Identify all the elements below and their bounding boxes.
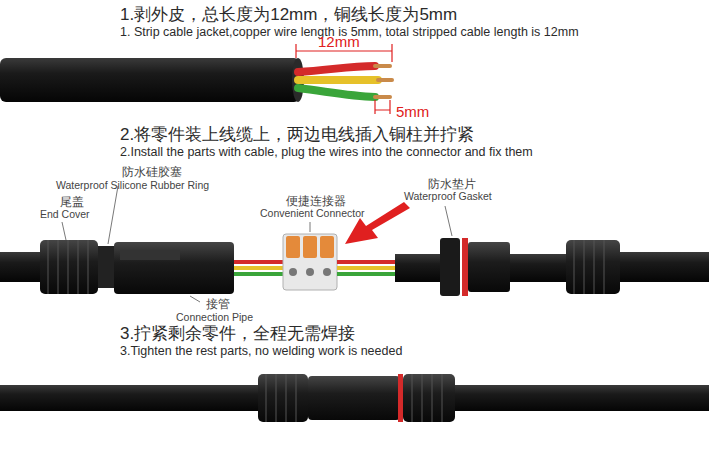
step-heading-zh: 3.拧紧剩余零件，全程无需焊接: [120, 325, 355, 344]
step-heading-zh: 2.将零件装上线缆上，两边电线插入铜柱并拧紧: [120, 126, 474, 145]
part-name-zh: 便捷连接器: [286, 195, 346, 208]
part-name-en: End Cover: [40, 209, 90, 221]
stripped-cable: [0, 44, 392, 114]
exploded-parts: [0, 186, 709, 302]
step-heading-en: 2.Install the parts with cable, plug the…: [120, 146, 533, 160]
step-heading-en: 3.Tighten the rest parts, no welding wor…: [120, 345, 402, 359]
dimension: 5mm: [396, 104, 429, 121]
dimension: 12mm: [318, 34, 360, 51]
part-name-en: Convenient Connector: [260, 208, 364, 220]
part-name-en: Connection Pipe: [176, 312, 253, 324]
assembled-cable: [0, 374, 709, 422]
part-name-en: Waterproof Silicone Rubber Ring: [56, 180, 209, 192]
part-name-zh: 接管: [206, 298, 230, 311]
part-name-zh: 防水硅胶塞: [122, 166, 182, 179]
part-name-zh: 尾盖: [60, 196, 84, 209]
step-heading-zh: 1.剥外皮，总长度为12mm，铜线长度为5mm: [120, 6, 457, 25]
part-name-zh: 防水垫片: [428, 178, 476, 191]
part-name-en: Waterproof Gasket: [404, 191, 492, 203]
